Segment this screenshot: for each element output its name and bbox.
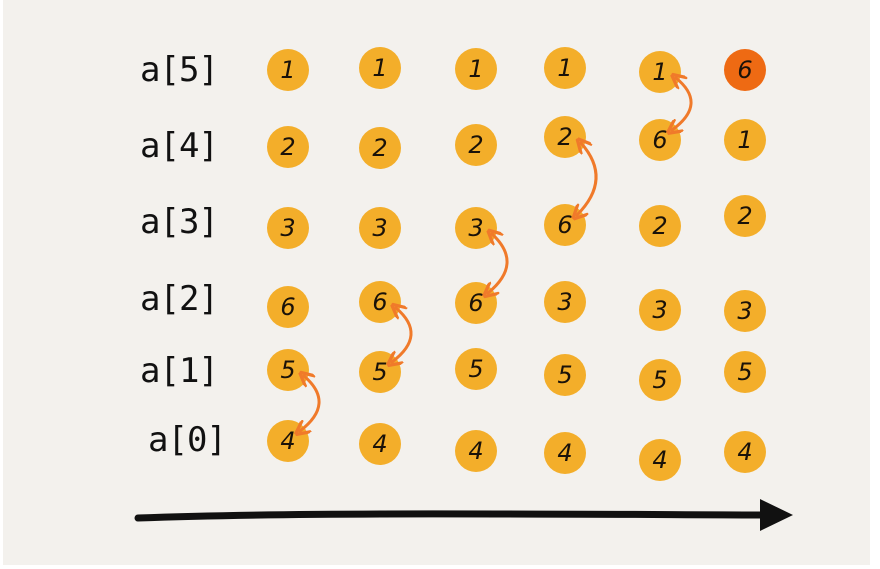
- ball-col1-row2: 3: [359, 207, 401, 249]
- ball-col0-row2: 3: [267, 207, 309, 249]
- ball-col0-row0: 1: [267, 49, 309, 91]
- ball-col5-row2: 2: [724, 195, 766, 237]
- ball-col3-row2: 6: [544, 204, 586, 246]
- swap-arrow-3: [577, 143, 598, 215]
- swap-arrow-4: [672, 78, 693, 130]
- swap-arrow-0: [300, 376, 321, 431]
- ball-col5-row4: 5: [724, 351, 766, 393]
- ball-col0-row1: 2: [267, 126, 309, 168]
- ball-col2-row5: 4: [455, 430, 497, 472]
- ball-col1-row0: 1: [359, 47, 401, 89]
- swap-arrow-2: [488, 234, 509, 293]
- swap-arrow-1: [392, 308, 413, 362]
- ball-col3-row5: 4: [544, 432, 586, 474]
- ball-col3-row0: 1: [544, 47, 586, 89]
- row-label-a2: a[2]: [140, 279, 219, 319]
- ball-col4-row4: 5: [639, 359, 681, 401]
- row-label-a4: a[4]: [140, 126, 219, 166]
- ball-col5-row1: 1: [724, 119, 766, 161]
- ball-col2-row4: 5: [455, 348, 497, 390]
- row-label-a3: a[3]: [140, 202, 219, 242]
- ball-col4-row2: 2: [639, 205, 681, 247]
- row-label-a5: a[5]: [140, 50, 219, 90]
- ball-col4-row5: 4: [639, 439, 681, 481]
- ball-col0-row3: 6: [267, 286, 309, 328]
- ball-col1-row5: 4: [359, 423, 401, 465]
- ball-col4-row0: 1: [639, 51, 681, 93]
- ball-col4-row1: 6: [639, 119, 681, 161]
- ball-col2-row0: 1: [455, 48, 497, 90]
- time-axis-arrow: [134, 499, 793, 531]
- ball-col5-row3: 3: [724, 290, 766, 332]
- ball-col1-row1: 2: [359, 127, 401, 169]
- ball-col5-row5: 4: [724, 431, 766, 473]
- canvas-background: [3, 0, 870, 565]
- row-label-a1: a[1]: [140, 351, 219, 391]
- ball-col2-row1: 2: [455, 124, 497, 166]
- swap-arrows: [300, 78, 693, 431]
- ball-col3-row4: 5: [544, 354, 586, 396]
- ball-col4-row3: 3: [639, 289, 681, 331]
- ball-col5-row0: 6: [724, 49, 766, 91]
- row-label-a0: a[0]: [148, 420, 227, 460]
- ball-col3-row3: 3: [544, 281, 586, 323]
